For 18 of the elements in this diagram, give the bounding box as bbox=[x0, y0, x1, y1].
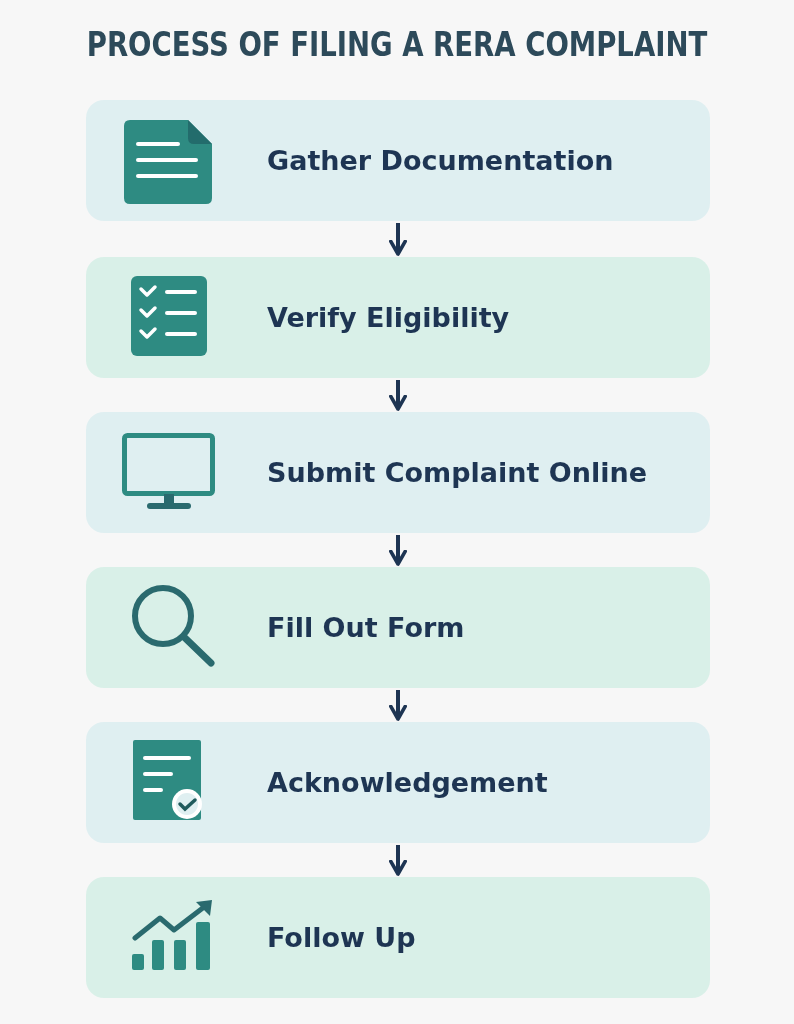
arrow bbox=[389, 223, 407, 256]
step-label: Acknowledgement bbox=[267, 767, 548, 798]
step-label: Gather Documentation bbox=[267, 145, 614, 176]
process-box bbox=[86, 412, 710, 533]
process-box bbox=[86, 100, 710, 221]
process-box bbox=[86, 567, 710, 688]
title: PROCESS OF FILING A RERA COMPLAINT bbox=[85, 24, 709, 64]
process-box bbox=[86, 722, 710, 843]
arrow bbox=[389, 380, 407, 411]
process-box bbox=[86, 877, 710, 998]
step-label: Follow Up bbox=[267, 922, 416, 953]
step-label: Submit Complaint Online bbox=[267, 457, 647, 488]
process-box bbox=[86, 257, 710, 378]
step-label: Verify Eligibility bbox=[267, 302, 510, 333]
arrow bbox=[389, 845, 407, 876]
step-label: Fill Out Form bbox=[267, 612, 465, 643]
arrow bbox=[389, 690, 407, 721]
arrow bbox=[389, 535, 407, 566]
